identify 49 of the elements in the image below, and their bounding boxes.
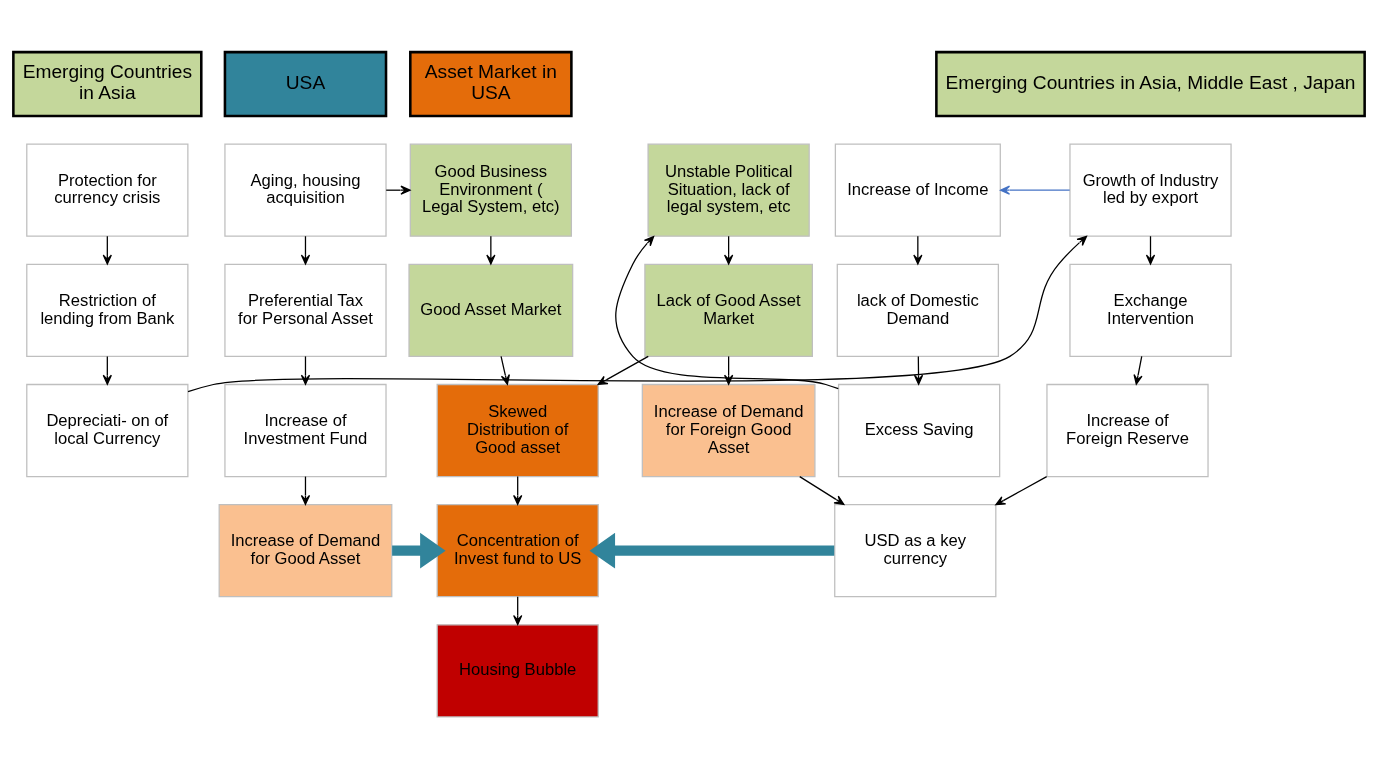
arrow xyxy=(799,475,845,505)
node-box: Increase of Foreign Reserve xyxy=(1046,383,1209,477)
node-box: Protection for currency crisis xyxy=(26,143,189,237)
arrow xyxy=(913,235,923,265)
node-box: Increase of Demand for Good Asset xyxy=(218,503,393,597)
arrow xyxy=(513,595,523,625)
arrow xyxy=(597,355,649,385)
node-box: Housing Bubble xyxy=(436,623,599,718)
node-box: Skewed Distribution of Good asset xyxy=(436,383,599,477)
node-box: Aging, housing acquisition xyxy=(224,143,387,237)
arrow xyxy=(102,355,112,385)
node-box: Growth of Industry led by export xyxy=(1069,143,1232,237)
node-box: Preferential Tax for Personal Asset xyxy=(224,263,387,357)
arrow xyxy=(723,235,734,265)
node-box: Excess Saving xyxy=(837,383,1001,477)
arrow xyxy=(300,475,311,505)
arrow xyxy=(589,532,835,569)
node-box: USA xyxy=(223,50,388,117)
arrow xyxy=(300,355,311,385)
arrow xyxy=(1133,355,1143,385)
node-box: Increase of Investment Fund xyxy=(224,383,387,477)
arrow xyxy=(187,235,1088,392)
arrow xyxy=(392,532,446,569)
arrow xyxy=(615,235,839,389)
arrow xyxy=(486,235,496,265)
arrow xyxy=(102,235,112,265)
arrow xyxy=(513,475,523,505)
arrow xyxy=(1145,235,1156,265)
node-box: Exchange Intervention xyxy=(1069,263,1232,357)
node-box: Increase of Income xyxy=(834,143,1001,237)
node-box: Depreciati- on of local Currency xyxy=(26,383,189,477)
arrow xyxy=(723,355,734,385)
node-box: Increase of Demand for Foreign Good Asset xyxy=(641,383,816,477)
arrow xyxy=(995,475,1048,505)
node-box: Emerging Countries in Asia xyxy=(12,50,203,117)
node-box: Restriction of lending from Bank xyxy=(26,263,189,357)
node-box: Good Business Environment ( Legal System, etc) xyxy=(409,143,573,237)
node-box: Good Asset Market xyxy=(408,263,574,357)
node-box: Unstable Political Situation, lack of legal system, etc xyxy=(647,143,810,237)
arrow xyxy=(500,355,510,385)
node-box: Asset Market in USA xyxy=(409,50,573,117)
node-box: USD as a key currency xyxy=(834,503,997,597)
node-box: Concentration of Invest fund to US xyxy=(436,503,599,597)
arrow xyxy=(300,235,311,265)
node-box: Emerging Countries in Asia, Middle East , Japan xyxy=(935,50,1366,117)
node-box: lack of Domestic Demand xyxy=(836,263,999,357)
arrow xyxy=(913,355,924,385)
node-box: Lack of Good Asset Market xyxy=(644,263,813,357)
arrow xyxy=(999,185,1071,195)
